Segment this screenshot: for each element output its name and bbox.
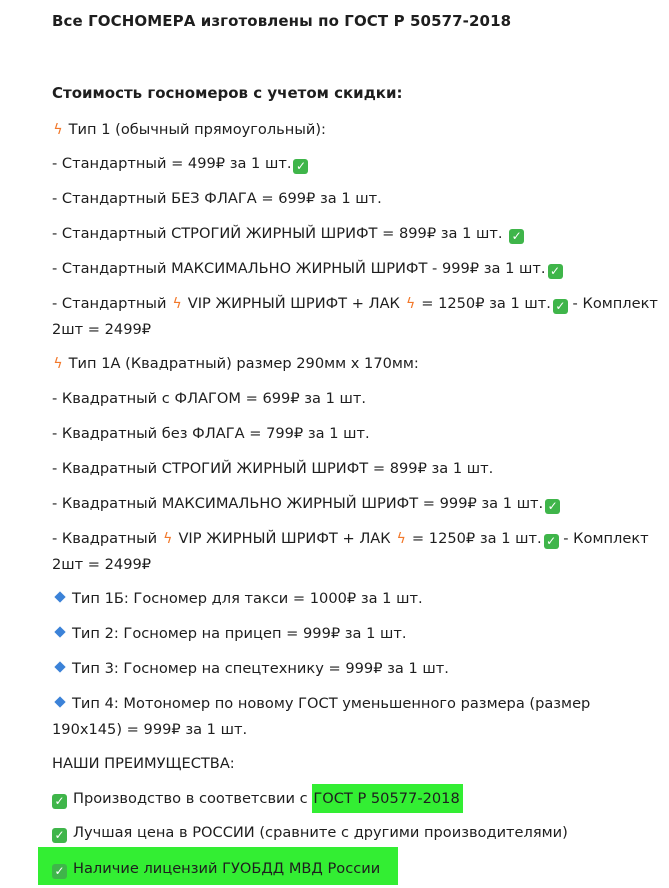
high-voltage-icon: ϟ	[405, 296, 416, 312]
high-voltage-icon: ϟ	[53, 356, 63, 372]
type1-item-no-flag: - Стандартный БЕЗ ФЛАГА = 699₽ за 1 шт.	[52, 190, 382, 207]
section-title-prices: Стоимость госномеров с учетом скидки:	[52, 84, 403, 102]
type4-item-tail: 190x145) = 999₽ за 1 шт.	[52, 721, 248, 738]
check-mark-button-icon: ✓	[52, 828, 67, 843]
advantages-header: НАШИ ПРЕИМУЩЕСТВА:	[52, 755, 235, 772]
type2-item: Тип 2: Госномер на прицеп = 999₽ за 1 шт…	[52, 621, 407, 647]
check-mark-button-icon: ✓	[543, 534, 559, 549]
high-voltage-icon: ϟ	[163, 531, 173, 547]
type1a-item-max-bold: - Квадратный МАКСИМАЛЬНО ЖИРНЫЙ ШРИФТ = …	[52, 491, 561, 517]
check-mark-button-icon: ✓	[52, 864, 67, 879]
check-mark-button-icon: ✓	[293, 159, 309, 174]
type1a-item-no-flag: - Квадратный без ФЛАГА = 799₽ за 1 шт.	[52, 425, 370, 442]
type1-item-vip-tail: 2шт = 2499₽	[52, 321, 152, 338]
small-blue-diamond-icon	[54, 591, 66, 603]
type1-item-vip: - Стандартный ϟ VIP ЖИРНЫЙ ШРИФТ + ЛАК ϟ…	[52, 291, 658, 317]
type1-item-standard: - Стандартный = 499₽ за 1 шт.✓	[52, 151, 309, 177]
type1a-item-strict-bold: - Квадратный СТРОГИЙ ЖИРНЫЙ ШРИФТ = 899₽…	[52, 460, 494, 477]
check-mark-button-icon: ✓	[509, 229, 525, 244]
check-mark-button-icon: ✓	[547, 264, 563, 279]
highlight-license-row	[38, 847, 398, 885]
advantage-item-license: ✓Наличие лицензий ГУОБДД МВД России	[52, 856, 380, 882]
advantage-item-gost: ✓Производство в соответсвии с ГОСТ Р 505…	[52, 784, 463, 813]
small-blue-diamond-icon	[54, 661, 66, 673]
small-blue-diamond-icon	[54, 696, 66, 708]
type4-item: Тип 4: Мотономер по новому ГОСТ уменьшен…	[52, 691, 590, 717]
high-voltage-icon: ϟ	[396, 531, 406, 547]
highlight-gost: ГОСТ Р 50577-2018	[312, 784, 463, 813]
advantage-item-price: ✓Лучшая цена в РОССИИ (сравните с другим…	[52, 820, 568, 846]
type1a-header: ϟ Тип 1А (Квадратный) размер 290мм x 170…	[52, 351, 418, 377]
high-voltage-icon: ϟ	[172, 296, 182, 312]
type1a-item-vip: - Квадратный ϟ VIP ЖИРНЫЙ ШРИФТ + ЛАК ϟ …	[52, 526, 658, 552]
check-mark-button-icon: ✓	[52, 794, 67, 809]
type1b-item: Тип 1Б: Госномер для такси = 1000₽ за 1 …	[52, 586, 423, 612]
type1-item-max-bold: - Стандартный МАКСИМАЛЬНО ЖИРНЫЙ ШРИФТ -…	[52, 256, 563, 282]
type1a-item-vip-tail: 2шт = 2499₽	[52, 556, 152, 573]
type1-item-strict-bold: - Стандартный СТРОГИЙ ЖИРНЫЙ ШРИФТ = 899…	[52, 221, 525, 247]
type1-header: ϟ Тип 1 (обычный прямоугольный):	[52, 117, 326, 143]
type3-item: Тип 3: Госномер на спецтехнику = 999₽ за…	[52, 656, 449, 682]
small-blue-diamond-icon	[54, 626, 66, 638]
check-mark-button-icon: ✓	[545, 499, 561, 514]
high-voltage-icon: ϟ	[53, 122, 63, 138]
check-mark-button-icon: ✓	[552, 299, 568, 314]
type1a-item-flag: - Квадратный с ФЛАГОМ = 699₽ за 1 шт.	[52, 390, 367, 407]
page-title: Все ГОСНОМЕРА изготовлены по ГОСТ Р 5057…	[52, 12, 512, 30]
